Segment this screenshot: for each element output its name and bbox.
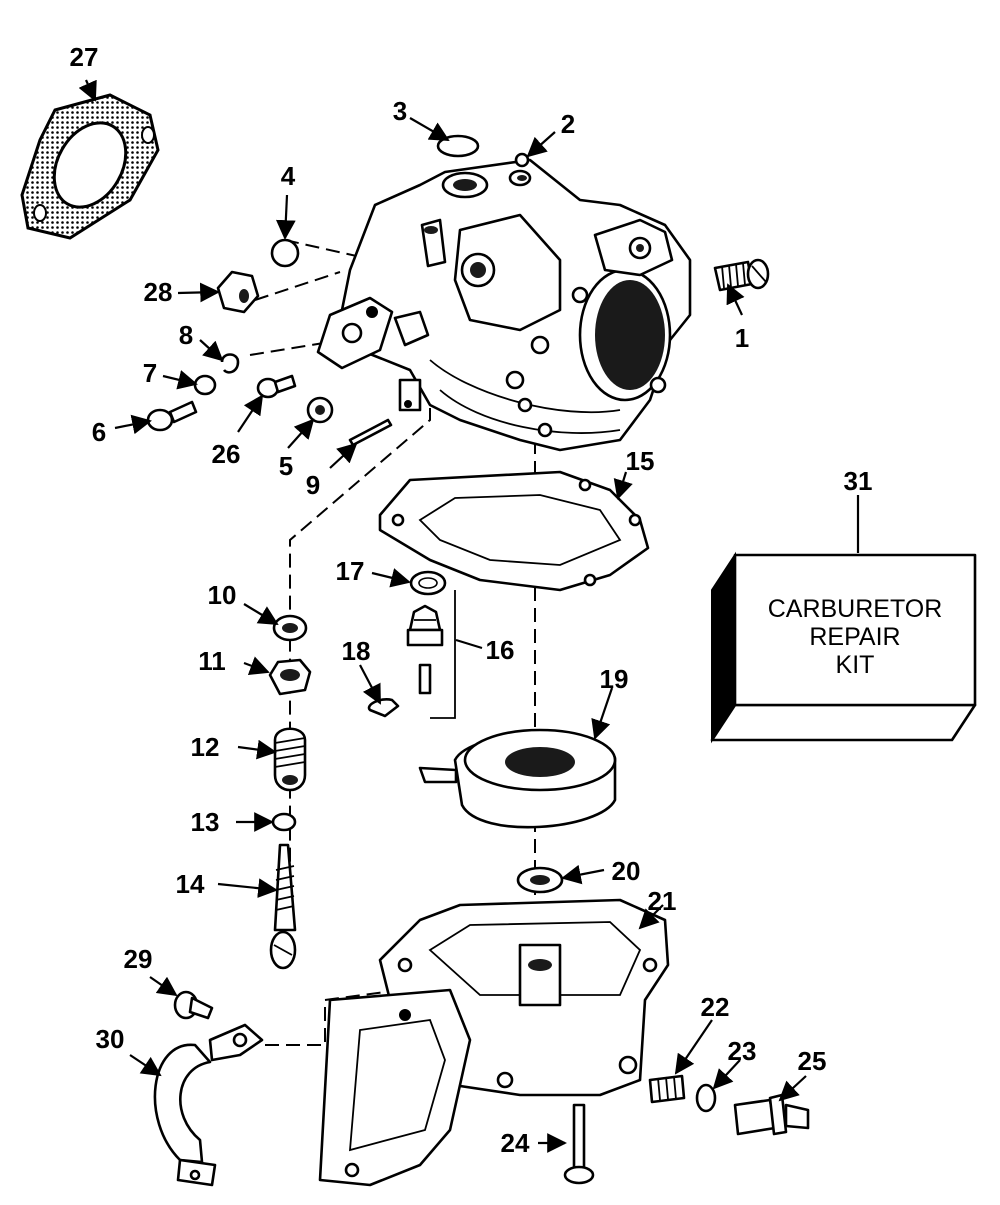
callout-15: 15 [626, 446, 655, 476]
callout-4: 4 [281, 161, 296, 191]
part-14-needle-screw [269, 843, 297, 970]
part-6-screw [146, 400, 198, 432]
callout-3: 3 [393, 96, 407, 126]
callout-25: 25 [798, 1046, 827, 1076]
part-20-fitting [516, 866, 564, 894]
callout-19: 19 [600, 664, 629, 694]
part-25-fitting [733, 1093, 810, 1136]
callout-11: 11 [198, 646, 226, 676]
callout-6: 6 [92, 417, 106, 447]
callout-31: 31 [844, 466, 873, 496]
callout-21: 21 [648, 886, 677, 916]
callout-26: 26 [212, 439, 241, 469]
part-4-plug [270, 238, 300, 268]
callout-1: 1 [735, 323, 749, 353]
part-29-screw [173, 990, 214, 1020]
callout-13: 13 [191, 807, 220, 837]
callout-8: 8 [179, 320, 193, 350]
callout-numbers: 1 2 3 4 5 6 7 8 9 10 11 12 13 14 15 16 1… [70, 42, 873, 1158]
kit-label-line-1: CARBURETOR [768, 595, 943, 623]
callout-24: 24 [501, 1128, 530, 1158]
part-28-nut [216, 270, 260, 314]
callout-30: 30 [96, 1024, 125, 1054]
callout-17: 17 [336, 556, 365, 586]
part-11-fitting [268, 658, 312, 696]
leader-lines [78, 79, 860, 1153]
part-16-needle-seat [406, 590, 456, 719]
callout-18: 18 [342, 636, 371, 666]
part-mounting-bracket [318, 988, 472, 1187]
callout-28: 28 [144, 277, 173, 307]
part-9-pin [348, 418, 393, 447]
callout-27: 27 [70, 42, 99, 72]
kit-label-line-3: KIT [836, 651, 875, 679]
part-1-screw [713, 258, 770, 292]
part-carburetor-body [316, 158, 692, 452]
callout-23: 23 [728, 1036, 757, 1066]
callout-29: 29 [124, 944, 153, 974]
callout-9: 9 [306, 470, 320, 500]
part-10-gasket [272, 614, 308, 642]
callout-16: 16 [486, 635, 515, 665]
part-30-clamp [153, 1023, 264, 1187]
part-13-washer [271, 812, 297, 832]
part-3-welch-plug [436, 134, 480, 158]
callout-2: 2 [561, 109, 575, 139]
kit-label-line-2: REPAIR [809, 623, 900, 651]
part-12-spring [273, 727, 307, 792]
part-26-connector [256, 374, 297, 399]
part-23-washer [695, 1083, 717, 1113]
part-22-screw [648, 1074, 686, 1104]
callout-20: 20 [612, 856, 641, 886]
part-18-clip [367, 698, 400, 718]
part-2-check-ball [514, 152, 530, 168]
callout-12: 12 [191, 732, 220, 762]
part-5-lockwasher [306, 396, 334, 424]
part-24-screw [563, 1103, 595, 1185]
callout-22: 22 [701, 992, 730, 1022]
part-27-gasket [20, 93, 160, 240]
part-7-washer [193, 374, 217, 396]
part-15-gasket [378, 470, 650, 592]
callout-10: 10 [208, 580, 237, 610]
part-8-clip [220, 353, 240, 374]
callout-7: 7 [143, 358, 157, 388]
part-19-float [418, 728, 617, 829]
repair-kit-box [710, 551, 977, 744]
callout-14: 14 [176, 869, 205, 899]
callout-5: 5 [279, 451, 293, 481]
